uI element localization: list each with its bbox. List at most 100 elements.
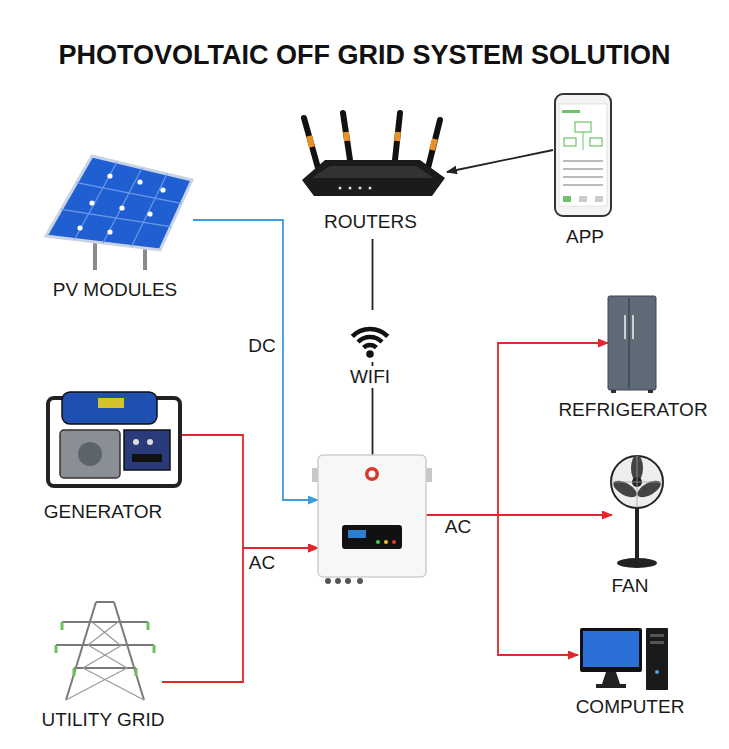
- router-icon: [304, 118, 318, 168]
- connector-arrow: [447, 150, 553, 172]
- router-icon: [349, 187, 352, 190]
- phone-icon: [563, 160, 603, 162]
- power-tower-icon: [66, 602, 96, 700]
- generator-icon: [98, 398, 124, 408]
- power-tower-icon: [92, 622, 120, 645]
- phone-icon: [575, 122, 591, 132]
- inverter-icon: [342, 525, 402, 549]
- generator-icon: [78, 442, 102, 466]
- solar-panel-icon: [93, 240, 97, 270]
- phone-icon: [563, 176, 603, 178]
- inverter-icon: [365, 467, 379, 481]
- inverter-icon: [376, 540, 380, 544]
- power-tower-icon: [83, 668, 144, 700]
- node-label: UTILITY GRID: [41, 709, 164, 731]
- node-label: COMPUTER: [576, 696, 685, 718]
- node-label: APP: [566, 226, 604, 248]
- node-label: ROUTERS: [324, 211, 417, 233]
- fan-icon: [635, 508, 639, 561]
- inverter-icon: [426, 468, 432, 482]
- connector-arrow: [426, 343, 608, 515]
- edge-label: DC: [246, 335, 277, 357]
- router-icon: [369, 187, 372, 190]
- inverter-icon: [392, 540, 396, 544]
- router-icon: [312, 166, 434, 178]
- solar-panel-icon: [89, 200, 94, 205]
- phone-icon: [555, 94, 611, 216]
- generator-icon: [147, 439, 153, 445]
- grid-node: UTILITY GRID: [48, 596, 162, 702]
- wifi-symbol: [366, 350, 374, 358]
- solar-panel-icon: [132, 174, 168, 247]
- fan-icon: [617, 558, 657, 568]
- router-node: ROUTERS: [300, 112, 445, 197]
- router-icon: [346, 132, 347, 141]
- fan-node: FAN: [612, 453, 664, 567]
- phone-icon: [564, 138, 576, 146]
- node-label: REFRIGERATOR: [558, 399, 707, 421]
- phone-icon: [595, 196, 603, 202]
- phone-icon: [555, 94, 611, 216]
- inverter-icon: [384, 540, 388, 544]
- solar-panel-icon: [103, 168, 142, 243]
- phone-icon: [559, 104, 607, 206]
- edge-label: AC: [247, 552, 277, 574]
- solar-panel-icon: [46, 156, 192, 270]
- wifi-symbol: [364, 345, 377, 348]
- router-icon: [343, 113, 350, 160]
- inverter-icon: [312, 455, 432, 584]
- power-tower-icon: [61, 622, 64, 630]
- wifi-symbol: [342, 310, 398, 362]
- solar-panel-icon: [137, 179, 142, 184]
- generator-icon: [124, 430, 170, 470]
- generator-icon: [48, 392, 180, 486]
- title: PHOTOVOLTAIC OFF GRID SYSTEM SOLUTION: [58, 37, 670, 73]
- power-tower-icon: [66, 668, 127, 700]
- solar-panel-icon: [107, 229, 112, 234]
- power-tower-icon: [147, 622, 150, 630]
- node-label: PV MODULES: [53, 279, 178, 301]
- generator-icon: [62, 392, 157, 424]
- router-icon: [428, 120, 440, 168]
- power-tower-icon: [96, 601, 114, 603]
- power-tower-icon: [114, 602, 144, 700]
- phone-icon: [563, 168, 603, 170]
- power-tower-icon: [73, 668, 76, 676]
- solar-panel-icon: [107, 173, 112, 178]
- wifi-symbol: [352, 329, 387, 336]
- connector-arrow: [182, 435, 318, 548]
- phone-icon: [583, 132, 584, 150]
- generator-icon: [132, 454, 162, 462]
- inverter-icon: [335, 578, 341, 584]
- inverter-icon: [369, 471, 376, 478]
- pv-node: PV MODULES: [45, 155, 193, 270]
- refrigerator-icon: [628, 298, 630, 388]
- router-icon: [302, 160, 445, 196]
- router-icon: [339, 187, 342, 190]
- computer-node: COMPUTER: [578, 625, 668, 692]
- router-icon: [309, 136, 312, 147]
- wifi-symbol: [342, 310, 398, 362]
- fan-icon: [611, 455, 664, 568]
- computer-icon: [580, 628, 642, 672]
- wifi-symbol: [358, 337, 382, 342]
- power-tower-icon: [88, 645, 127, 668]
- inverter-icon: [348, 530, 366, 538]
- phone-icon: [563, 184, 603, 186]
- router-icon: [397, 132, 398, 141]
- refrigerator-icon: [608, 296, 656, 390]
- refrigerator-icon: [624, 315, 626, 339]
- solar-panel-icon: [119, 205, 124, 210]
- phone-icon: [562, 110, 580, 113]
- power-tower-icon: [56, 644, 154, 646]
- generator-icon: [133, 439, 139, 445]
- solar-panel-icon: [77, 225, 82, 230]
- inverter-icon: [325, 578, 331, 584]
- power-tower-icon: [83, 645, 122, 668]
- refrigerator-icon: [611, 390, 616, 393]
- power-tower-icon: [135, 668, 138, 676]
- refrigerator-icon: [608, 296, 656, 393]
- edge-label: AC: [443, 516, 473, 538]
- computer-icon: [650, 641, 664, 644]
- fan-icon: [611, 456, 663, 508]
